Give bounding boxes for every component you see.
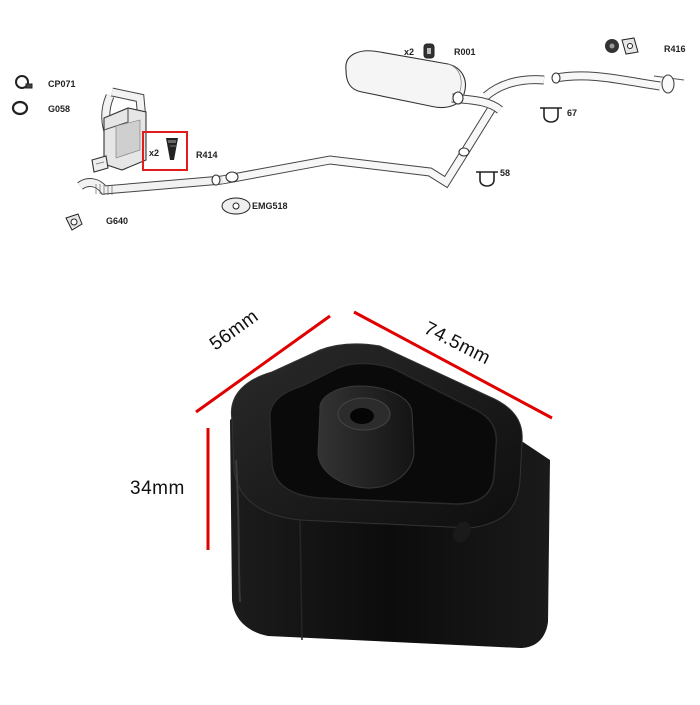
rubber-hanger-icon-r001: [423, 43, 435, 59]
gasket-ring-icon-g058: [11, 100, 29, 116]
converter-flange: [91, 155, 109, 173]
label-g640: G640: [106, 216, 129, 226]
dim-line-length: [353, 310, 553, 420]
label-r001: R001: [454, 47, 476, 57]
catalytic-converter: [103, 107, 147, 171]
label-g058: G058: [48, 104, 71, 114]
label-emg518: EMG518: [252, 201, 288, 211]
label-r001-qty: x2: [404, 47, 415, 57]
label-part-67: 67: [567, 108, 578, 118]
middle-pipe: [211, 105, 496, 189]
exhaust-mount-rubber-product: [230, 343, 550, 648]
label-r416: R416: [664, 44, 686, 54]
dimension-height-text: 34mm: [130, 478, 185, 499]
u-clamp-icon-67: [540, 107, 562, 123]
u-clamp-icon-58: [476, 171, 498, 187]
gasket-icon-emg518: [221, 197, 251, 215]
dimension-lines: [195, 310, 553, 550]
flange-gasket-icon-g640: [65, 213, 83, 231]
label-part-58: 58: [500, 168, 511, 178]
mount-rubber-icon-r414: [142, 131, 188, 171]
label-cp071: CP071: [48, 79, 76, 89]
dim-line-width: [195, 314, 331, 414]
flex-pipe: [77, 175, 223, 195]
label-r414-qty: x2: [149, 148, 160, 158]
boss-bolt-hole: [350, 408, 374, 424]
tail-pipe: [551, 71, 685, 94]
rubber-ring-icon-r416: [605, 37, 639, 55]
r414-highlight-box: [142, 131, 188, 171]
rear-silencer: [345, 50, 545, 114]
clamp-icon-cp071: [15, 75, 33, 89]
label-r414: R414: [196, 150, 218, 160]
exhaust-system-diagram: [77, 50, 685, 195]
